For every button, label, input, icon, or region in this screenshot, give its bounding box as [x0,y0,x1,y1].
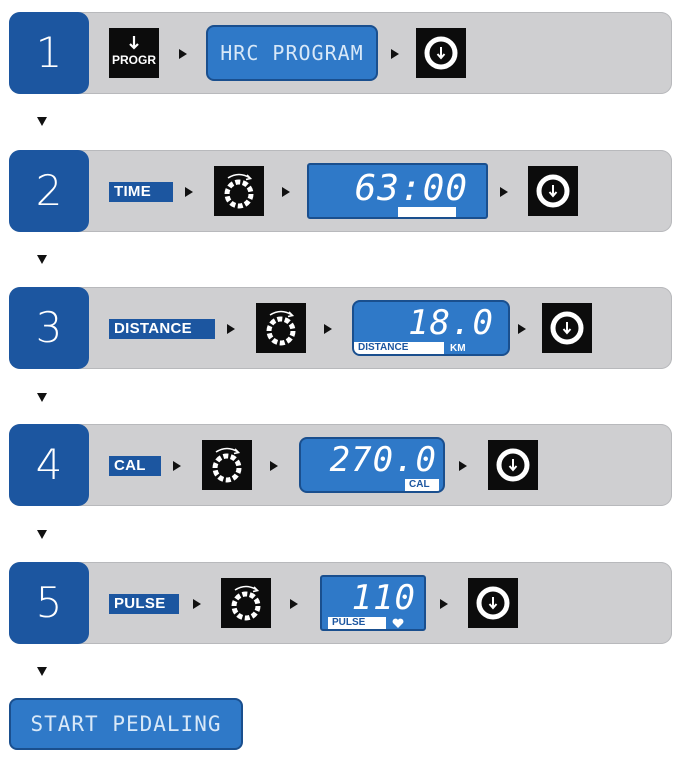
distance-label: DISTANCE [109,319,215,339]
right-triangle-icon [518,324,526,334]
down-triangle-icon [37,393,47,402]
step-3: 3 DISTANCE 18.0 DISTANCE KM [9,287,672,369]
right-triangle-icon [500,187,508,197]
right-triangle-icon [290,599,298,609]
right-triangle-icon [459,461,467,471]
step-number: 1 [9,12,89,94]
step-number: 3 [9,287,89,369]
step-5: 5 PULSE 110 PULSE [9,562,672,644]
right-triangle-icon [173,461,181,471]
down-triangle-icon [37,667,47,676]
confirm-button[interactable] [528,166,578,216]
down-arrow-icon [129,36,139,50]
step-1: 1 PROGR HRC PROGRAM [9,12,672,94]
right-triangle-icon [324,324,332,334]
progr-key[interactable]: PROGR [109,28,159,78]
lcd-text: HRC PROGRAM [220,41,364,65]
confirm-button-icon [424,36,458,70]
rotary-dial-icon [231,585,261,621]
heart-icon [392,618,404,628]
rotary-dial[interactable] [256,303,306,353]
lcd-underline [398,207,456,217]
lcd-time-value: 63:00 [354,168,468,209]
lcd-distance-label: DISTANCE [354,342,444,354]
lcd-display: 18.0 DISTANCE KM [352,300,510,356]
right-triangle-icon [440,599,448,609]
lcd-display: 110 PULSE [320,575,426,631]
right-triangle-icon [179,49,187,59]
lcd-pulse-label: PULSE [328,617,386,629]
down-triangle-icon [37,117,47,126]
rotary-dial-icon [212,447,242,483]
rotary-dial-icon [224,173,254,209]
pulse-label: PULSE [109,594,179,614]
right-triangle-icon [185,187,193,197]
step-number: 5 [9,562,89,644]
right-triangle-icon [391,49,399,59]
step-number: 2 [9,150,89,232]
rotary-dial[interactable] [214,166,264,216]
confirm-button-icon [476,586,510,620]
cal-label: CAL [109,456,161,476]
confirm-button-icon [536,174,570,208]
lcd-unit: KM [450,343,466,354]
lcd-display: 63:00 [307,163,488,219]
lcd-cal-label: CAL [405,479,439,491]
lcd-display: HRC PROGRAM [206,25,378,81]
confirm-button-icon [550,311,584,345]
start-pedaling-display: START PEDALING [9,698,243,750]
right-triangle-icon [270,461,278,471]
confirm-button-icon [496,448,530,482]
step-number: 4 [9,424,89,506]
down-triangle-icon [37,530,47,539]
confirm-button[interactable] [468,578,518,628]
lcd-display: 270.0 CAL [299,437,445,493]
down-triangle-icon [37,255,47,264]
time-label: TIME [109,182,173,202]
right-triangle-icon [282,187,290,197]
right-triangle-icon [193,599,201,609]
step-2: 2 TIME 63:00 [9,150,672,232]
rotary-dial-icon [266,310,296,346]
confirm-button[interactable] [416,28,466,78]
lcd-cal-value: 270.0 [329,440,437,480]
rotary-dial[interactable] [221,578,271,628]
progr-key-label: PROGR [112,53,156,67]
right-triangle-icon [227,324,235,334]
confirm-button[interactable] [488,440,538,490]
lcd-distance-value: 18.0 [408,303,494,343]
lcd-pulse-value: 110 [351,578,416,618]
confirm-button[interactable] [542,303,592,353]
step-4: 4 CAL 270.0 CAL [9,424,672,506]
rotary-dial[interactable] [202,440,252,490]
